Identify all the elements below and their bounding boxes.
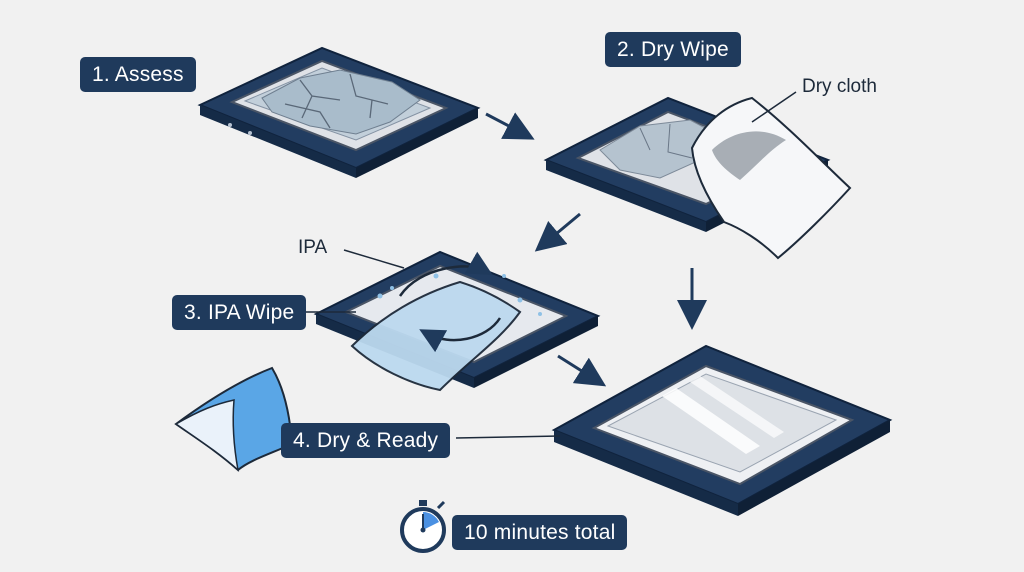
- cpu-ipa-wipe: [313, 250, 601, 392]
- leader-step4: [455, 435, 561, 439]
- arrow-3-to-4: [557, 354, 607, 387]
- callout-ipa: IPA: [298, 237, 328, 258]
- leader-dry-cloth: [751, 91, 797, 123]
- dried-paste: [261, 69, 421, 135]
- flow-arrows: [485, 112, 707, 387]
- time-total-label: 10 minutes total: [452, 515, 628, 550]
- step-4-label: 4. Dry & Ready: [281, 423, 451, 458]
- leader-ipa: [343, 249, 405, 269]
- stopwatch-icon: [400, 500, 446, 553]
- dry-cloth: [690, 96, 852, 260]
- step-3-label: 3. IPA Wipe: [172, 295, 307, 330]
- arrow-1-to-2: [485, 112, 535, 140]
- step-1-label: 1. Assess: [80, 57, 196, 92]
- step-2-label: 2. Dry Wipe: [605, 32, 741, 67]
- cpu-clean: [551, 344, 893, 516]
- arrow-2-to-3: [534, 212, 581, 252]
- cpu-dry-wipe: [543, 96, 852, 260]
- cpu-assess: [197, 46, 481, 178]
- callout-dry-cloth: Dry cloth: [802, 76, 877, 97]
